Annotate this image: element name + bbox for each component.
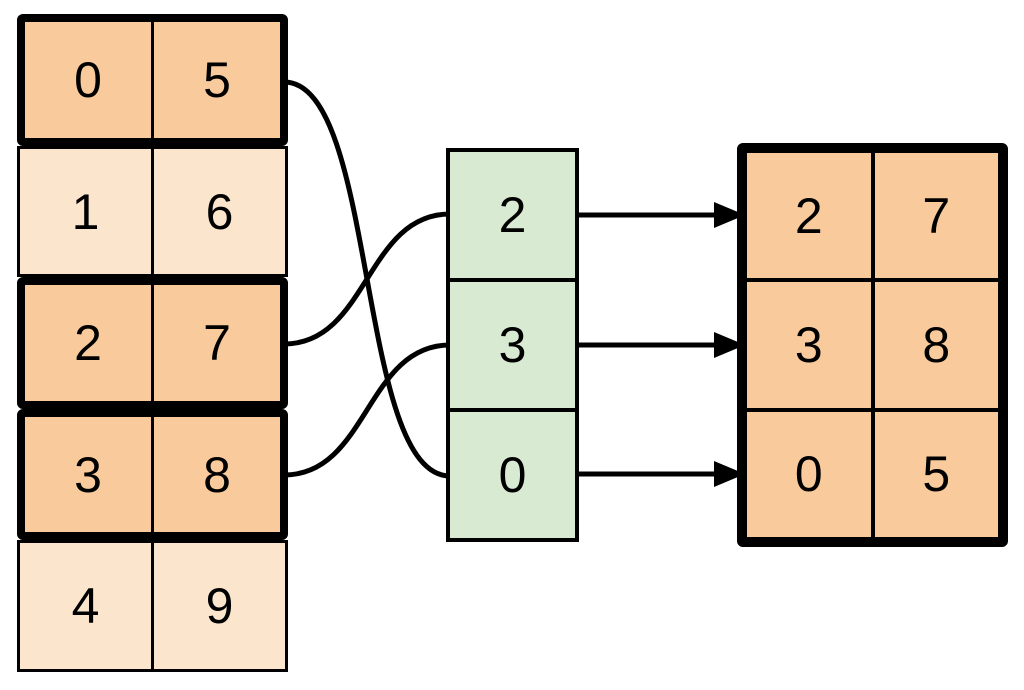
result-cell-2-1: 5 <box>922 446 951 503</box>
source-cell-1-0: 1 <box>71 183 100 240</box>
source-table: 0 5 1 6 2 7 3 8 4 9 <box>17 14 288 672</box>
index-column: 2 3 0 <box>446 148 579 542</box>
index-cell-2: 0 <box>450 408 575 538</box>
result-cell-1-1: 8 <box>922 316 951 373</box>
cell-divider <box>151 543 154 669</box>
cell-divider <box>151 285 154 401</box>
source-cell-4-1: 9 <box>205 578 234 634</box>
source-cell-0-0: 0 <box>74 52 102 108</box>
result-cell-0-0: 2 <box>794 187 823 244</box>
source-cell-1-1: 6 <box>205 183 234 240</box>
source-cell-3-0: 3 <box>74 446 102 503</box>
arrowhead-icon <box>714 202 745 228</box>
cell-divider <box>870 153 875 279</box>
source-cell-0-1: 5 <box>203 52 231 108</box>
source-row-1: 1 6 <box>17 146 288 277</box>
source-row-0: 0 5 <box>17 14 288 146</box>
cell-divider <box>151 22 154 138</box>
result-table: 2 7 3 8 0 5 <box>737 143 1008 547</box>
source-cell-2-1: 7 <box>203 315 231 371</box>
cell-divider <box>151 149 154 274</box>
source-cell-4-0: 4 <box>71 578 100 634</box>
source-row-2: 2 7 <box>17 277 288 409</box>
curve-source-row-2-to-index-0 <box>283 211 451 347</box>
cell-divider <box>151 417 154 532</box>
source-cell-3-1: 8 <box>203 446 231 503</box>
result-cell-2-0: 0 <box>794 446 823 503</box>
source-row-4: 4 9 <box>17 540 288 672</box>
result-row-1: 3 8 <box>747 278 998 408</box>
source-row-3: 3 8 <box>17 409 288 540</box>
cell-divider <box>870 411 875 537</box>
result-cell-0-1: 7 <box>922 187 951 244</box>
arrowhead-icon <box>714 461 745 487</box>
source-cell-2-0: 2 <box>74 315 102 371</box>
curve-source-row-3-to-index-1 <box>283 342 451 478</box>
result-row-0: 2 7 <box>747 153 998 279</box>
index-cell-1: 3 <box>450 278 575 408</box>
index-cell-0: 2 <box>498 187 527 243</box>
arrowhead-icon <box>714 332 745 358</box>
cell-divider <box>870 282 875 408</box>
result-row-2: 0 5 <box>747 407 998 537</box>
result-cell-1-0: 3 <box>794 316 823 373</box>
